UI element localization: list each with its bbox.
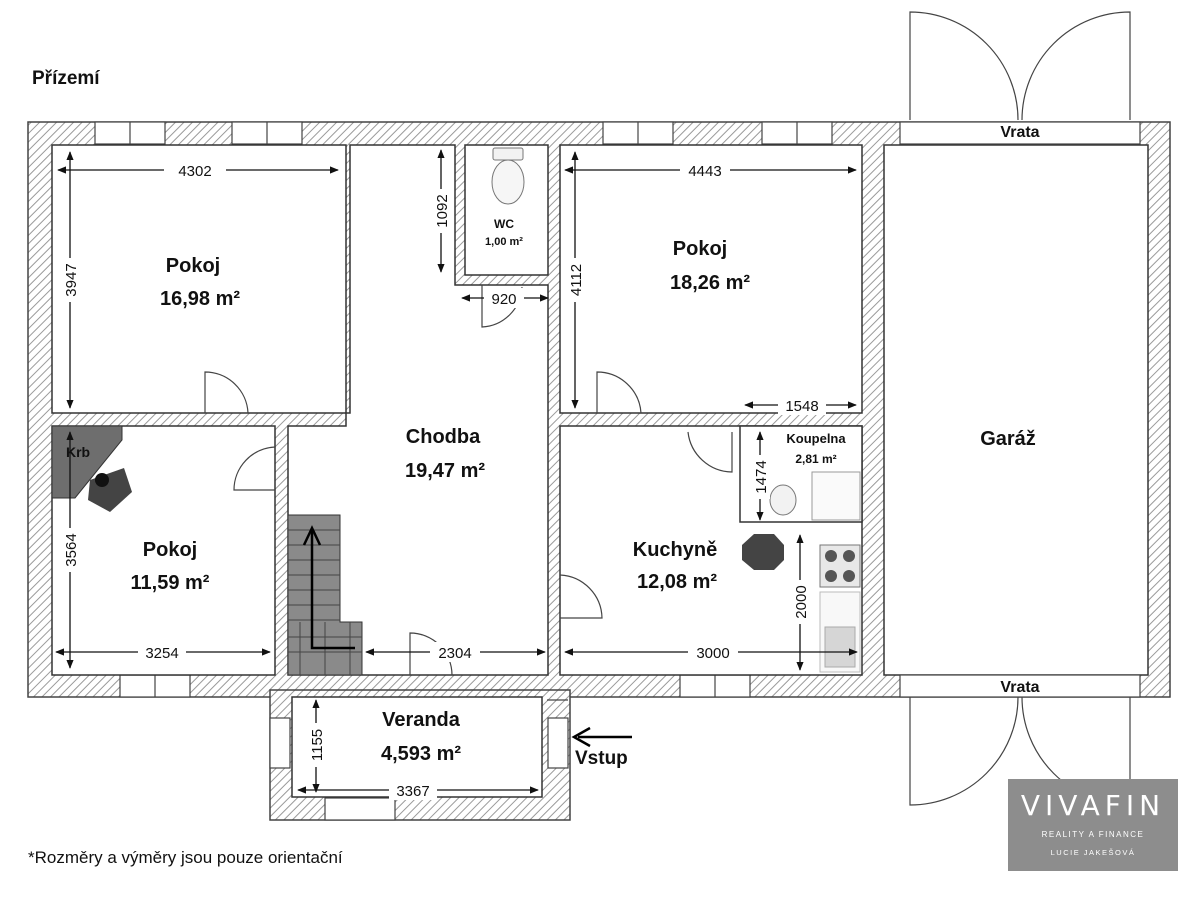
vivafin-logo: VIVAFIN REALITY A FINANCE LUCIE JAKEŠOVÁ <box>1008 779 1178 871</box>
room-name-veranda: Veranda <box>382 709 461 731</box>
fixtures <box>491 147 861 673</box>
dim-veranda-width: 3367 <box>396 783 429 800</box>
gate-top-label: Vrata <box>1000 124 1039 141</box>
room-area-wc: 1,00 m² <box>485 236 523 248</box>
dimension-labels: 4302 3947 1092 920 4443 4112 1548 3564 3… <box>60 160 826 800</box>
room-area-chodba: 19,47 m² <box>405 460 485 482</box>
dim-pokoj2-width: 4443 <box>688 163 721 180</box>
gate-top <box>899 121 1141 145</box>
room-name-kuchyne: Kuchyně <box>633 539 717 561</box>
logo-brand: VIVAFIN <box>1020 789 1166 822</box>
entrance-label: Vstup <box>575 748 628 769</box>
entrance-arrow-icon <box>571 726 632 748</box>
dim-pokoj3-width: 3254 <box>145 645 178 662</box>
room-name-chodba: Chodba <box>406 426 481 448</box>
room-name-pokoj-1: Pokoj <box>166 255 220 277</box>
dim-koupelna-height: 1474 <box>753 460 770 493</box>
dim-pokoj1-height: 3947 <box>63 263 80 296</box>
dim-pokoj2-height: 4112 <box>568 264 585 296</box>
dim-pokoj1-width: 4302 <box>178 163 211 180</box>
room-name-koupelna: Koupelna <box>786 431 846 446</box>
room-garaz <box>883 144 1149 676</box>
staircase <box>287 514 363 676</box>
logo-line1: REALITY A FINANCE <box>1041 830 1145 839</box>
room-name-wc: WC <box>494 217 514 231</box>
dim-chodba-width: 2304 <box>438 645 471 662</box>
gate-bottom <box>899 674 1141 698</box>
dim-pokoj3-height: 3564 <box>63 533 80 566</box>
gate-bottom-label: Vrata <box>1000 679 1039 696</box>
dim-wc-door: 920 <box>491 291 516 308</box>
room-name-pokoj-3: Pokoj <box>143 539 197 561</box>
room-area-pokoj-3: 11,59 m² <box>131 572 210 594</box>
footnote: *Rozměry a výměry jsou pouze orientační <box>28 848 343 867</box>
logo-line2: LUCIE JAKEŠOVÁ <box>1050 848 1136 857</box>
room-area-pokoj-2: 18,26 m² <box>670 272 750 294</box>
dim-veranda-height: 1155 <box>309 729 326 761</box>
rooms <box>51 144 1149 798</box>
room-area-pokoj-1: 16,98 m² <box>160 288 240 310</box>
dim-kuchyne-width: 3000 <box>696 645 729 662</box>
dim-wc-height: 1092 <box>434 194 451 227</box>
room-pokoj-1 <box>51 144 347 414</box>
room-area-veranda: 4,593 m² <box>381 743 461 765</box>
room-area-kuchyne: 12,08 m² <box>637 571 717 593</box>
room-labels: Pokoj 16,98 m² Chodba 19,47 m² WC 1,00 m… <box>66 124 1040 769</box>
room-area-koupelna: 2,81 m² <box>795 452 836 466</box>
room-pokoj-2 <box>559 144 863 414</box>
dim-pokoj2-partial: 1548 <box>785 398 818 415</box>
windows <box>94 121 833 821</box>
room-name-garaz: Garáž <box>980 428 1036 450</box>
room-name-pokoj-2: Pokoj <box>673 238 727 260</box>
dim-kuchyne-counter: 2000 <box>793 585 810 618</box>
floor-title: Přízemí <box>32 68 100 89</box>
room-name-krb: Krb <box>66 444 90 460</box>
